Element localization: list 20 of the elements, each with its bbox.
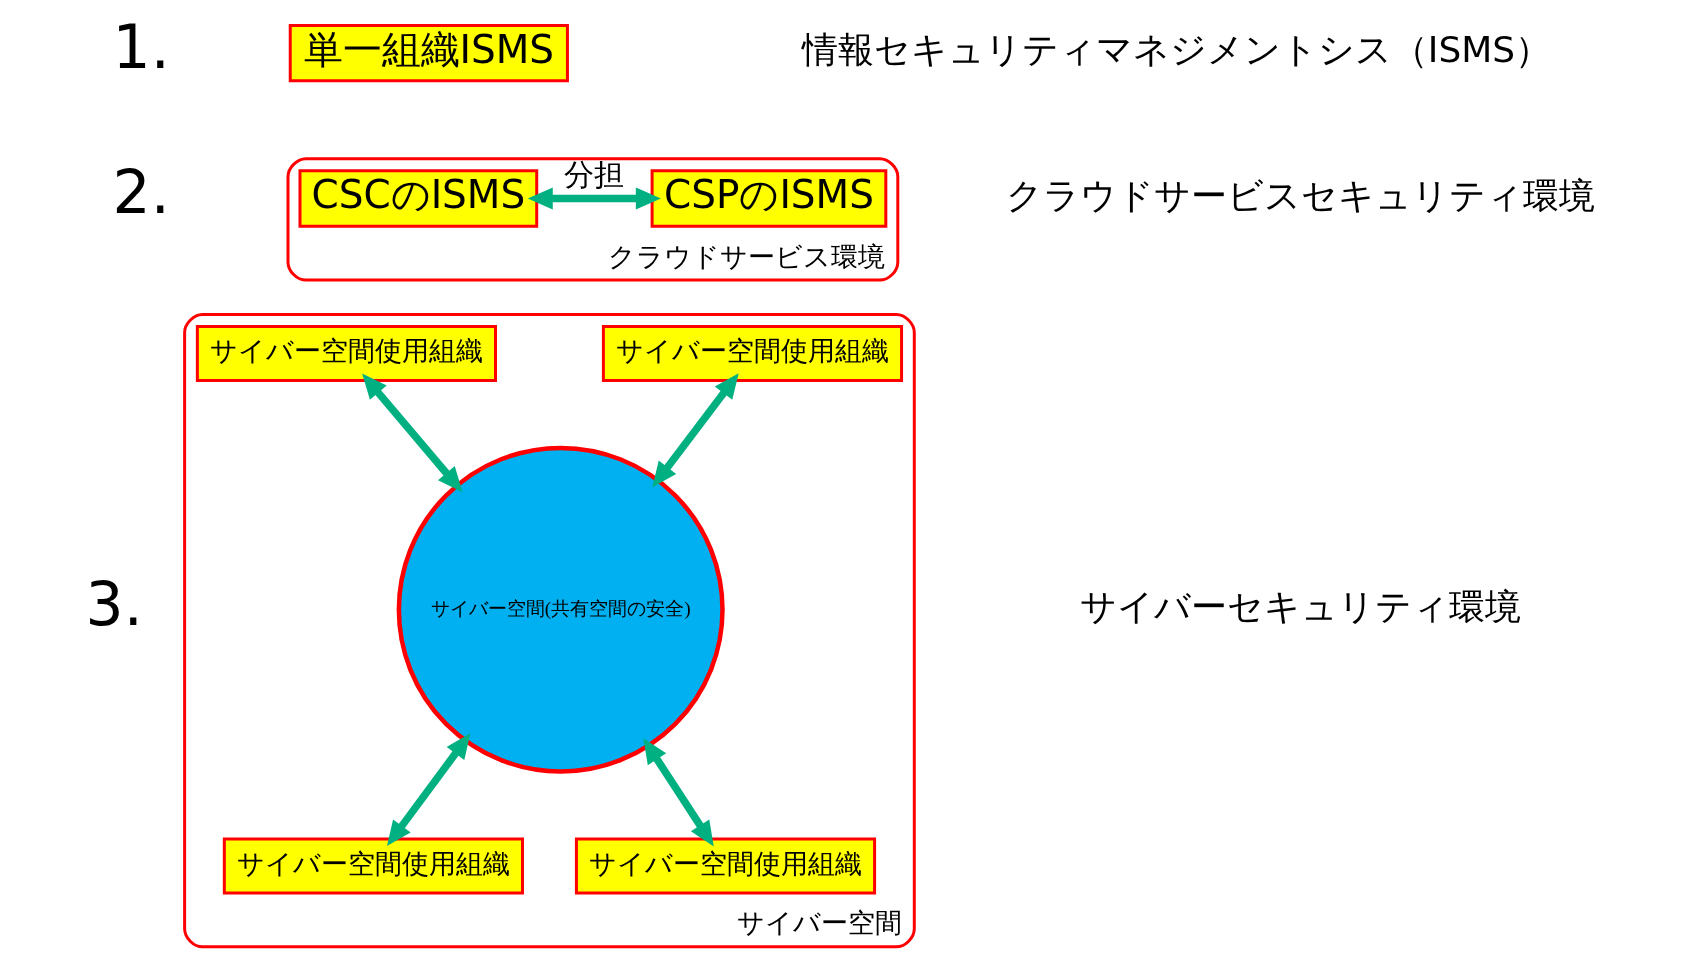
node-circle: サイバー空間(共有空間の安全): [396, 445, 725, 774]
node-box: 単一組織ISMS: [288, 23, 569, 83]
arrow: [652, 373, 739, 488]
arrow: [362, 373, 463, 493]
node-box: サイバー空間使用組織: [574, 837, 877, 895]
arrow: [643, 738, 714, 847]
arrow: [386, 733, 471, 847]
node-box: サイバー空間使用組織: [601, 325, 904, 382]
arrow: [527, 187, 661, 210]
node-box: CSCのISMS: [298, 169, 539, 228]
label: 1.: [112, 12, 170, 83]
label: 2.: [112, 157, 170, 228]
node-box: サイバー空間使用組織: [222, 837, 524, 895]
edge-label: 分担: [564, 156, 625, 192]
label: 情報セキュリティマネジメントシス（ISMS）: [801, 29, 1552, 71]
label: 3.: [85, 568, 143, 639]
node-box: サイバー空間使用組織: [195, 325, 497, 382]
label: クラウドサービスセキュリティ環境: [1006, 174, 1596, 216]
label: サイバーセキュリティ環境: [1080, 586, 1522, 628]
node-box: CSPのISMS: [650, 169, 888, 228]
